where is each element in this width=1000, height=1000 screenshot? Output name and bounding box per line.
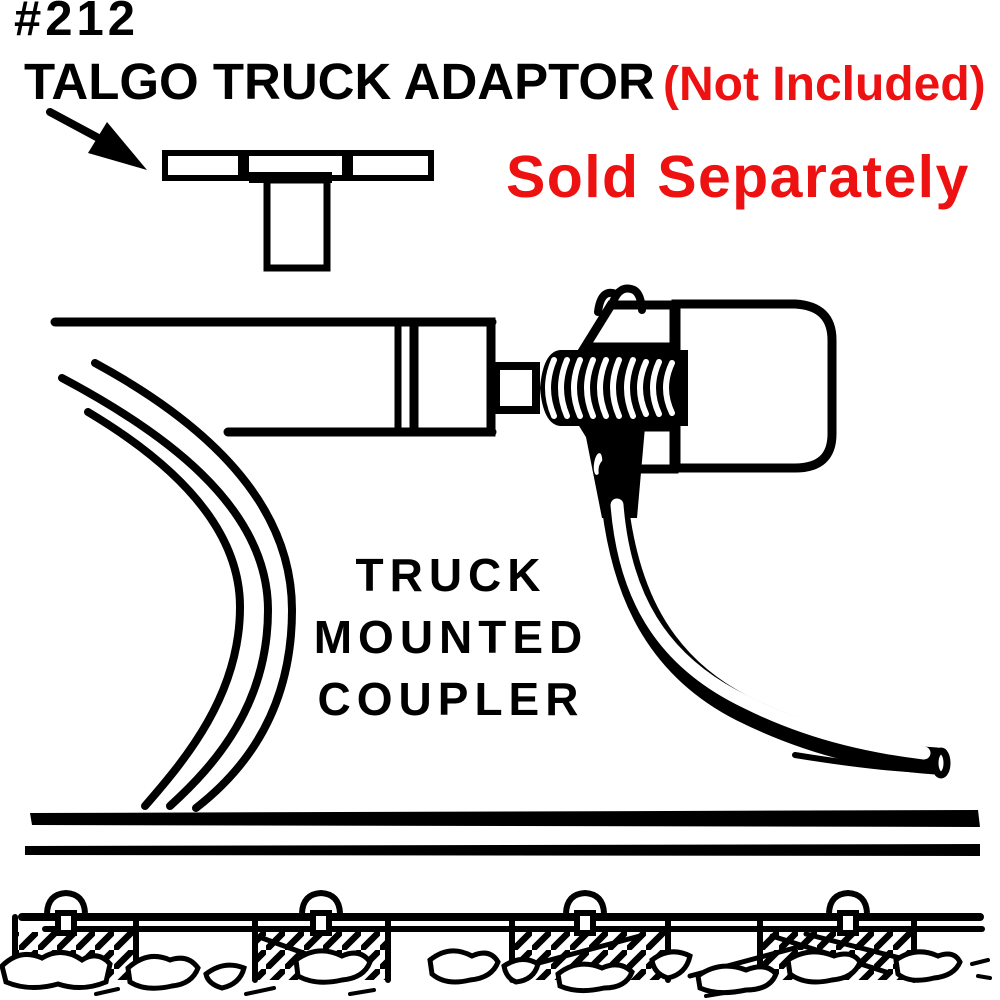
track-tie-bed <box>0 889 992 998</box>
not-included-note: (Not Included) <box>663 58 986 111</box>
coupler-head <box>671 299 837 473</box>
caption-line-2: MOUNTED <box>313 611 589 663</box>
pointer-arrow-icon <box>46 108 147 170</box>
caption-line-1: TRUCK <box>355 549 547 601</box>
coupler-caption: TRUCK MOUNTED COUPLER <box>251 544 651 730</box>
caption-line-3: COUPLER <box>317 673 585 725</box>
truck-wheel-arcs <box>58 359 297 812</box>
draft-gear-box <box>409 317 540 437</box>
rail-near <box>30 810 980 827</box>
sold-separately-note: Sold Separately <box>506 144 970 210</box>
rail-spikes <box>44 889 870 936</box>
track-rails <box>25 810 980 856</box>
rail-far <box>25 844 980 856</box>
talgo-adaptor-drawing <box>162 150 434 272</box>
ballast-rocks <box>0 948 992 998</box>
knuckle-pin-detail <box>594 284 646 316</box>
spring-coils <box>545 357 675 419</box>
part-number-label: #212 <box>14 0 140 46</box>
adaptor-title-label: TALGO TRUCK ADAPTOR <box>24 53 655 110</box>
coupler-shank <box>492 362 540 414</box>
trip-pin <box>584 427 951 779</box>
